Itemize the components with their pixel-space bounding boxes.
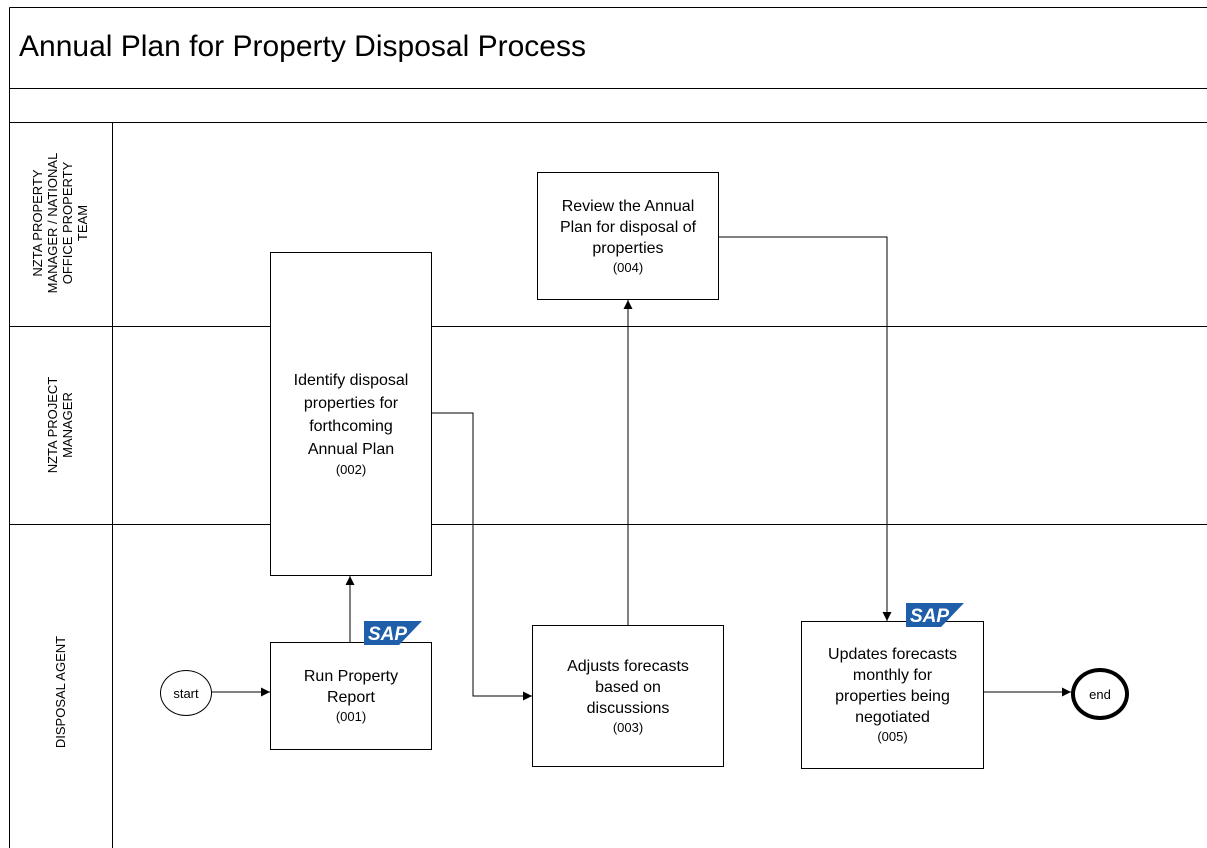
connectors bbox=[212, 236, 1071, 701]
task-002-code: (002) bbox=[335, 462, 367, 477]
sap-logo-text: SAP bbox=[910, 606, 949, 627]
task-004-code: (004) bbox=[612, 259, 644, 275]
end-event-label: end bbox=[1089, 686, 1111, 702]
start-event[interactable]: start bbox=[160, 670, 212, 716]
task-003[interactable]: Adjusts forecasts based on discussions (… bbox=[532, 625, 724, 767]
sap-logo-shape bbox=[906, 603, 964, 627]
task-001-code: (001) bbox=[335, 709, 367, 724]
task-001[interactable]: Run Property Report (001) bbox=[270, 642, 432, 750]
sap-logo-shape bbox=[364, 621, 422, 645]
task-005-label: Updates forecasts monthly for properties… bbox=[828, 646, 957, 726]
task-004-label: Review the Annual Plan for disposal of p… bbox=[559, 197, 697, 257]
lane-label-property-team: NZTA PROPERTY MANAGER / NATIONAL OFFICE … bbox=[30, 152, 90, 294]
task-001-label: Run Property Report bbox=[303, 668, 399, 706]
task-003-label: Adjusts forecasts based on discussions bbox=[567, 657, 689, 717]
lane-label-disposal-agent: DISPOSAL AGENT bbox=[52, 635, 68, 749]
task-004[interactable]: Review the Annual Plan for disposal of p… bbox=[537, 172, 719, 300]
task-002[interactable]: Identify disposal properties for forthco… bbox=[270, 252, 432, 576]
sap-logo-icon: SAP bbox=[364, 621, 422, 645]
sap-logo-text: SAP bbox=[368, 624, 407, 645]
task-002-label: Identify disposal properties for forthco… bbox=[293, 372, 409, 458]
task-005[interactable]: Updates forecasts monthly for properties… bbox=[801, 621, 984, 769]
flow-004-to-005 bbox=[719, 236, 892, 621]
sap-logo-icon: SAP bbox=[906, 603, 964, 627]
task-003-code: (003) bbox=[612, 719, 644, 735]
end-event[interactable]: end bbox=[1071, 668, 1129, 720]
page-title: Annual Plan for Property Disposal Proces… bbox=[19, 30, 586, 63]
start-event-label: start bbox=[173, 685, 199, 701]
lane-label-project-manager: NZTA PROJECT MANAGER bbox=[45, 376, 75, 474]
diagram-frame bbox=[9, 7, 1207, 848]
flow-002-to-003 bbox=[432, 412, 532, 701]
task-005-code: (005) bbox=[877, 729, 908, 744]
